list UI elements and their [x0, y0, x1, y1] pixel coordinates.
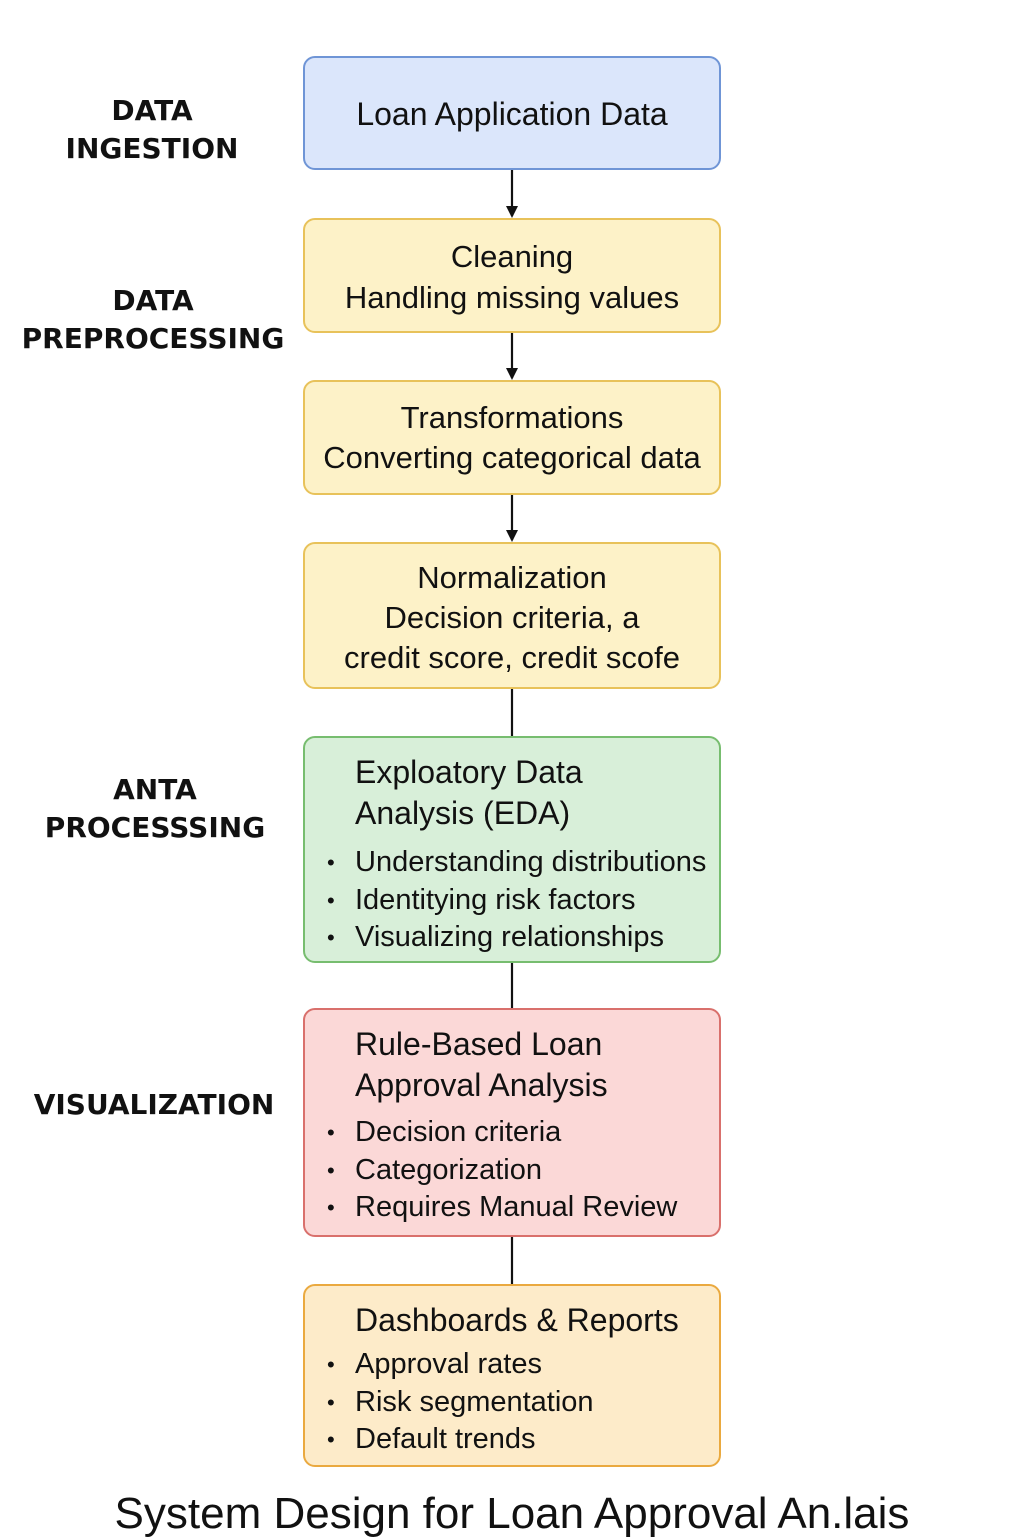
stage-label-line: INGESTION: [65, 132, 239, 165]
transformations-title: Transformations: [400, 400, 624, 435]
normalization-line-3: credit score, credit scofe: [344, 640, 680, 675]
normalization-box: Normalization Decision criteria, a credi…: [303, 542, 721, 689]
dashboards-bullet-text: Approval rates: [355, 1348, 542, 1380]
stage-label-data-processing: ANTA PROCESSSING: [5, 771, 305, 847]
stage-label-line: PROCESSSING: [44, 811, 266, 844]
eda-bullet-text: Visualizing relationships: [355, 921, 664, 953]
dashboards-bullet-list: • Approval rates • Risk segmentation • Defa…: [327, 1346, 594, 1459]
rules-bullet-text: Categorization: [355, 1153, 542, 1186]
list-item: • Requires Manual Review: [327, 1189, 677, 1227]
eda-title-line-1: Exploatory Data: [355, 754, 583, 790]
list-item: • Identitying risk factors: [327, 882, 706, 920]
bullet-icon: •: [327, 1427, 335, 1452]
eda-bullet-list: • Understanding distributions • Identityin…: [327, 844, 706, 957]
cleaning-box: Cleaning Handling missing values: [303, 218, 721, 333]
eda-box: Exploatory Data Analysis (EDA) • Understa…: [303, 736, 721, 963]
stage-label-line: DATA: [111, 94, 193, 127]
rules-bullet-text: Requires Manual Review: [355, 1191, 678, 1223]
list-item: • Decision criteria: [327, 1114, 677, 1152]
loan-application-data-box: Loan Application Data: [303, 56, 721, 170]
transformations-subtitle: Converting categorical data: [323, 440, 701, 475]
stage-label-line: VISUALIZATION: [33, 1088, 275, 1121]
bullet-icon: •: [327, 850, 335, 875]
list-item: • Default trends: [327, 1421, 594, 1459]
rules-bullet-list: • Decision criteria • Categorization • Requ…: [327, 1114, 677, 1227]
eda-bullet-text: Understanding distributions: [355, 846, 707, 878]
stage-label-line: PREPROCESSING: [21, 322, 285, 355]
loan-application-data-label: Loan Application Data: [356, 96, 668, 132]
stage-label-data-preprocessing: DATA PREPROCESSING: [3, 282, 303, 358]
stage-label-line: ANTA: [113, 773, 197, 806]
stage-label-data-ingestion: DATA INGESTION: [2, 92, 302, 168]
list-item: • Categorization: [327, 1152, 677, 1190]
bullet-icon: •: [327, 1195, 335, 1220]
dashboards-bullet-text: Default trends: [355, 1423, 536, 1455]
dashboards-reports-box: Dashboards & Reports • Approval rates • Ri…: [303, 1284, 721, 1467]
eda-bullet-text: Identitying risk factors: [355, 883, 636, 916]
list-item: • Visualizing relationships: [327, 919, 706, 957]
dashboards-title: Dashboards & Reports: [355, 1302, 679, 1338]
cleaning-subtitle: Handling missing values: [344, 280, 680, 315]
normalization-title: Normalization: [417, 560, 607, 595]
transformations-box: Transformations Converting categorical d…: [303, 380, 721, 495]
rules-title-line-1: Rule-Based Loan: [355, 1026, 603, 1062]
rules-bullet-text: Decision criteria: [355, 1116, 562, 1148]
stage-label-visualization: VISUALIZATION: [4, 1086, 304, 1124]
diagram-title: System Design for Loan Approval An.lais: [114, 1489, 910, 1538]
cleaning-title: Cleaning: [450, 239, 574, 274]
bullet-icon: •: [327, 1389, 335, 1415]
rule-based-analysis-box: Rule-Based Loan Approval Analysis • Decis…: [303, 1008, 721, 1237]
list-item: • Approval rates: [327, 1346, 594, 1384]
list-item: • Risk segmentation: [327, 1384, 594, 1422]
list-item: • Understanding distributions: [327, 844, 706, 882]
dashboards-bullet-text: Risk segmentation: [355, 1385, 594, 1418]
bullet-icon: •: [327, 1120, 335, 1145]
bullet-icon: •: [327, 925, 335, 950]
eda-title-line-2: Analysis (EDA): [355, 795, 571, 831]
normalization-line-2: Decision criteria, a: [384, 600, 640, 635]
bullet-icon: •: [327, 1352, 335, 1377]
bullet-icon: •: [327, 1157, 335, 1183]
bullet-icon: •: [327, 887, 335, 913]
rules-title-line-2: Approval Analysis: [355, 1067, 608, 1103]
stage-label-line: DATA: [112, 284, 194, 317]
